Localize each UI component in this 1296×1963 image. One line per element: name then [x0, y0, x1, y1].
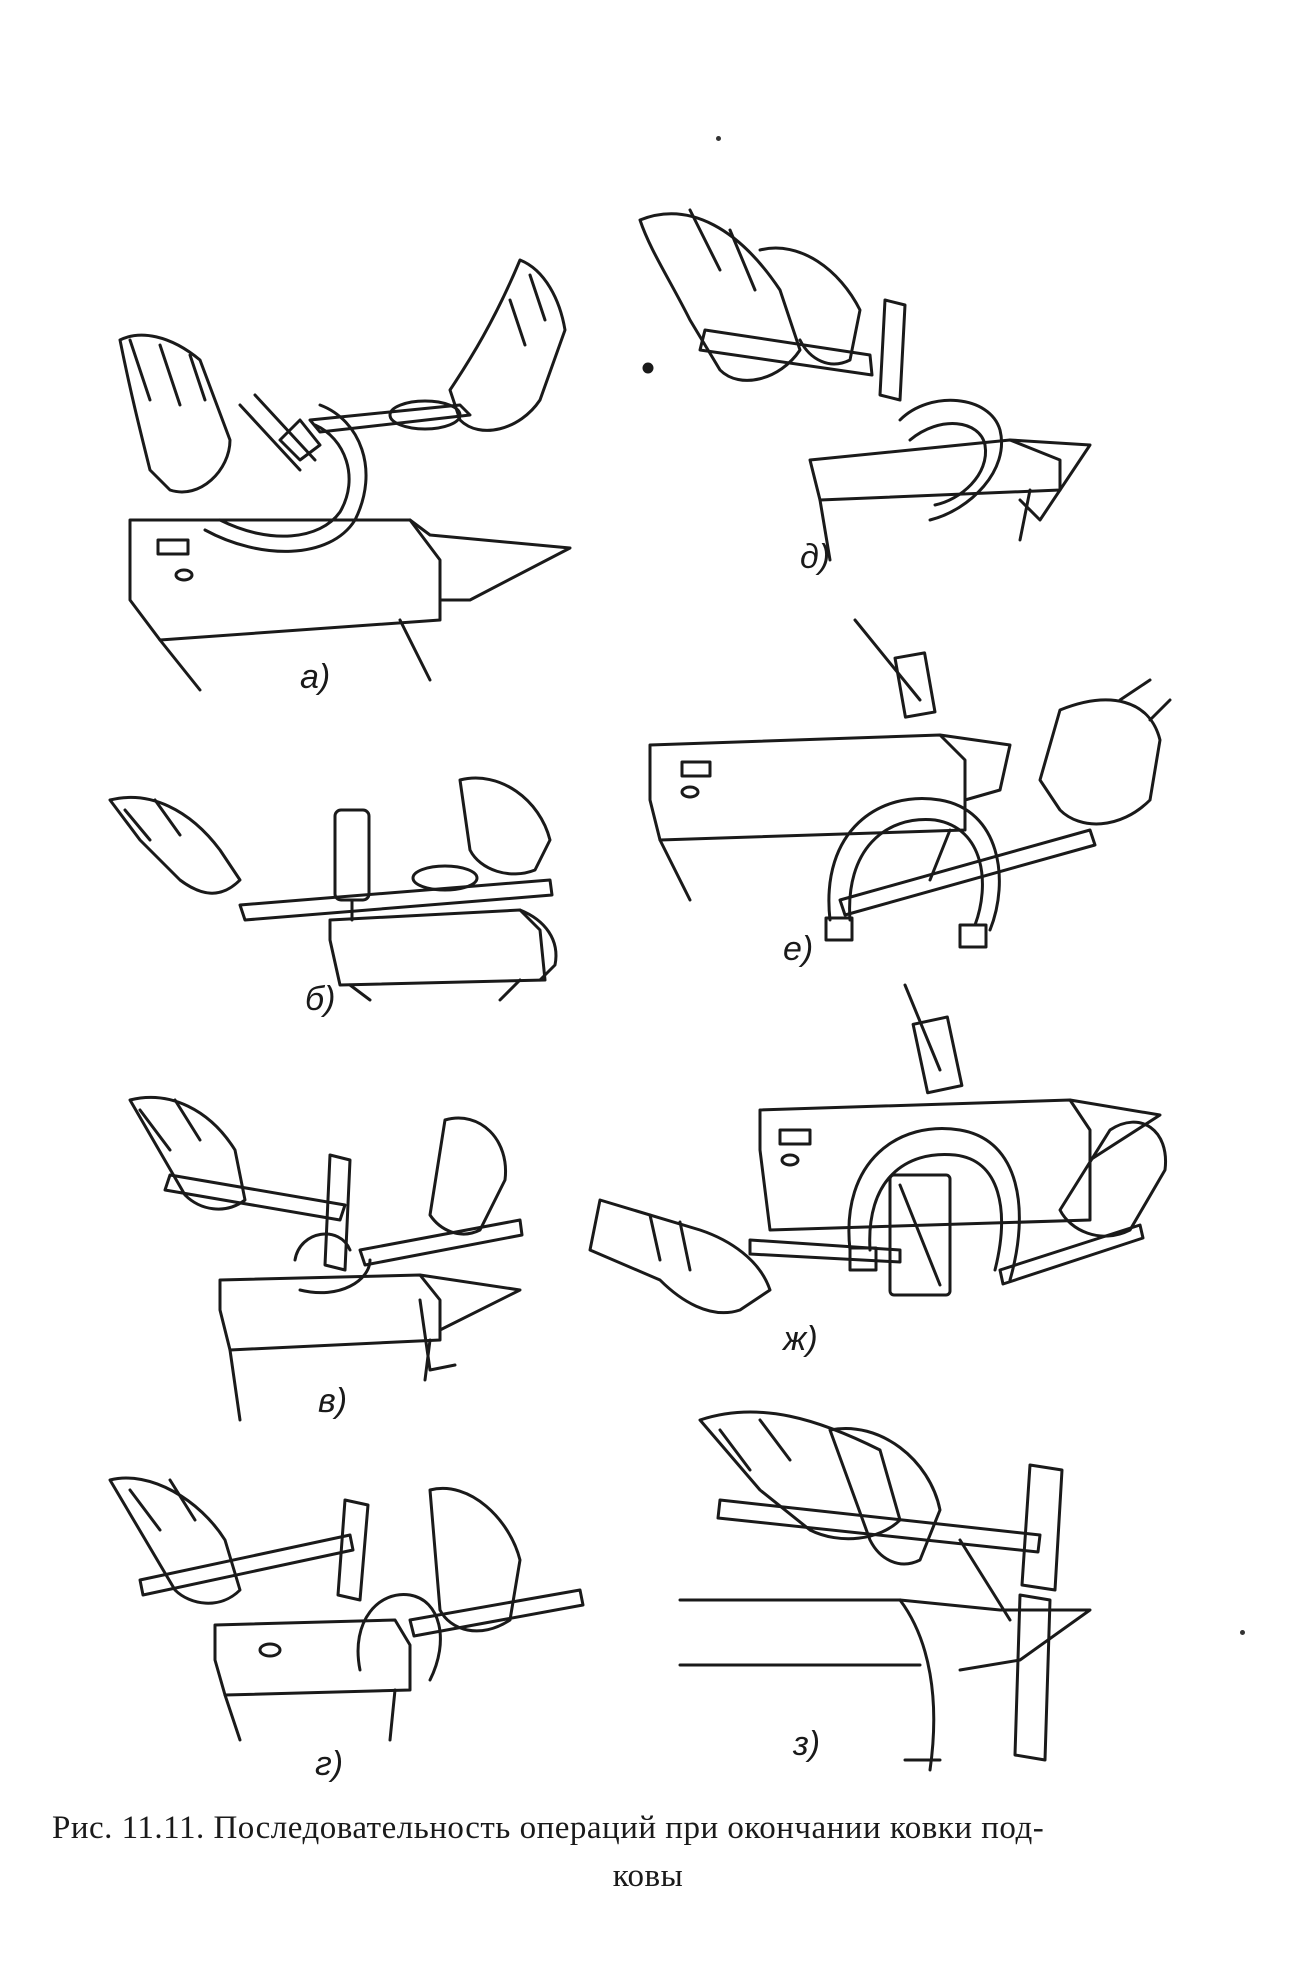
panel-z-drawing	[678, 1410, 1092, 1772]
panel-label-a: а)	[300, 658, 331, 696]
panel-label-g: г)	[315, 1745, 344, 1783]
panel-a-drawing	[118, 258, 572, 692]
scan-speck	[716, 136, 721, 141]
panel-g-drawing	[108, 1476, 585, 1742]
panel-label-e: е)	[783, 930, 814, 968]
scan-speck	[1240, 1630, 1245, 1635]
panel-label-d: д)	[800, 538, 831, 576]
figure-caption-continued: ковы	[612, 1858, 684, 1894]
panel-label-zh: ж)	[783, 1320, 818, 1358]
panel-d-drawing	[638, 208, 1092, 562]
panel-b-drawing	[108, 776, 558, 1002]
panel-label-z: з)	[793, 1725, 821, 1763]
panel-label-b: б)	[305, 980, 336, 1018]
panel-e-drawing	[648, 618, 1172, 949]
panel-zh-drawing	[588, 983, 1168, 1315]
panel-v-drawing	[128, 1095, 524, 1422]
panel-label-v: в)	[318, 1382, 348, 1420]
figure-caption: Рис. 11.11. Последовательность операций …	[52, 1810, 1045, 1846]
